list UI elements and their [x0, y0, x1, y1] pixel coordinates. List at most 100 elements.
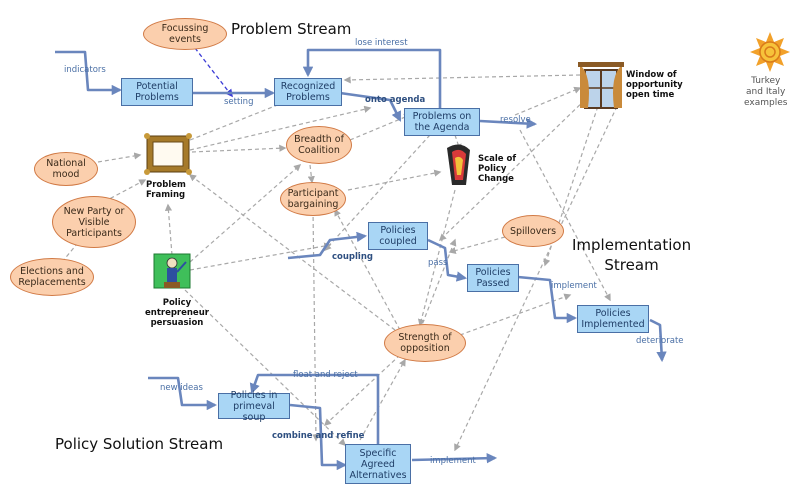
influence-links [61, 74, 621, 452]
flow-new-ideas [148, 376, 218, 411]
label-float-reject: float and reject [293, 370, 358, 380]
label-resolve: resolve [500, 115, 531, 125]
flow-links [55, 48, 667, 471]
link-breadth-bargaining [307, 164, 315, 184]
elections-oval: Elections and Replacements [10, 258, 94, 296]
policies-implemented-box: Policies Implemented [577, 305, 649, 333]
window-caption-line3: open time [626, 90, 675, 100]
link-framing-recognized [189, 98, 292, 141]
link-agenda-window [514, 86, 582, 116]
link-entrepreneur-specific [184, 289, 347, 447]
link-entrepreneur-framing [164, 203, 173, 256]
label-setting: setting [224, 97, 254, 107]
label-implement-bottom: implement [430, 456, 476, 466]
national-mood-oval: National mood [34, 152, 98, 186]
flow-coupling [287, 231, 368, 260]
label-coupling: coupling [332, 252, 373, 262]
picture-frame-icon [144, 133, 192, 175]
scale-caption-line1: Scale of [478, 154, 517, 164]
flow-combine-refine [289, 403, 348, 471]
link-bargaining-scale [347, 169, 442, 191]
label-indicators: indicators [64, 65, 106, 75]
country-examples-line1: Turkey [751, 76, 781, 86]
window-caption: Window of opportunity open time [626, 70, 683, 100]
problems-on-agenda-box: Problems on the Agenda [404, 108, 480, 136]
recognized-problems-box: Recognized Problems [274, 78, 342, 106]
label-pass: pass [428, 258, 448, 268]
link-elections-party [61, 236, 83, 263]
country-examples-line2: and Italy [746, 87, 786, 97]
implementation-title-line1: Implementation [572, 236, 692, 254]
entrepreneur-caption-line1: Policy [162, 298, 192, 308]
framing-caption-line2: Framing [146, 190, 186, 200]
window-caption-line2: opportunity [626, 80, 683, 90]
label-lose-interest: lose interest [355, 38, 408, 48]
implementation-stream-title: Implementation Stream [572, 235, 691, 275]
flow-implement-passed [517, 275, 578, 324]
window-icon [578, 62, 624, 109]
label-implement-top: implement [551, 281, 597, 291]
link-breadth-agenda [349, 113, 412, 141]
link-bargaining-specific [312, 209, 320, 442]
link-scale-opposition [417, 189, 456, 327]
link-agenda-coupled [324, 134, 431, 252]
link-opposition-passed [419, 238, 457, 331]
label-deteriorate: deteriorate [636, 336, 684, 346]
link-focussing-setting [194, 47, 233, 98]
policies-coupled-box: Policies coupled [368, 222, 428, 250]
link-agenda-scale [454, 134, 462, 152]
link-entrepreneur-coupled [189, 242, 332, 271]
breadth-coalition-oval: Breadth of Coalition [286, 126, 352, 164]
strength-opposition-oval: Strength of opposition [384, 324, 466, 362]
scale-caption: Scale of Policy Change [478, 154, 516, 184]
flow-lose-interest [302, 48, 442, 108]
policies-primeval-box: Policies in primeval soup [218, 390, 290, 423]
flow-onto-agenda [339, 91, 402, 122]
sun-icon [750, 32, 790, 72]
link-specific-opposition [359, 358, 406, 441]
flow-deteriorate [649, 318, 667, 363]
policies-passed-box: Policies Passed [467, 264, 519, 292]
entrepreneur-caption: Policy entrepreneur persuasion [145, 298, 209, 328]
flow-resolve [479, 118, 538, 129]
scale-caption-line2: Policy [478, 164, 507, 174]
label-combine-refine: combine and refine [272, 431, 365, 441]
link-entrepreneur-breadth [189, 164, 302, 263]
entrepreneur-caption-line3: persuasion [150, 318, 204, 328]
entrepreneur-caption-line2: entrepreneur [145, 308, 209, 318]
country-examples-line3: examples [744, 98, 788, 108]
label-new-ideas: new ideas [160, 383, 203, 393]
focussing-events-oval: Focussing events [143, 18, 227, 50]
link-window-passed [543, 99, 601, 267]
link-window-specific [454, 99, 621, 452]
framing-caption: Problem Framing [146, 180, 186, 200]
spillovers-oval: Spillovers [502, 215, 564, 247]
link-opposition-framing [188, 174, 396, 331]
label-onto-agenda: onto agenda [365, 95, 426, 105]
country-examples-note: Turkey and Italy examples [744, 76, 787, 109]
potential-problems-box: Potential Problems [121, 78, 193, 106]
link-mood-framing [97, 152, 142, 163]
flow-indicators [55, 50, 123, 96]
link-opposition-specific [323, 354, 401, 426]
entrepreneur-icon [153, 253, 191, 289]
tornado-scale-icon [447, 144, 470, 185]
scale-caption-line3: Change [478, 174, 514, 184]
policy-stream-title: Policy Solution Stream [55, 435, 224, 453]
problem-stream-title: Problem Stream [231, 20, 352, 38]
new-party-oval: New Party or Visible Participants [52, 196, 136, 248]
flow-pass [427, 238, 468, 282]
link-framing-agenda [189, 105, 372, 151]
specific-alternatives-box: Specific Agreed Alternatives [345, 444, 411, 484]
flow-implement-specific [411, 453, 498, 464]
link-framing-breadth [191, 144, 287, 153]
link-opposition-implemented [459, 293, 572, 336]
window-caption-line1: Window of [626, 70, 677, 80]
participant-bargaining-oval: Participant bargaining [280, 182, 346, 216]
link-spillovers-coupled [448, 236, 506, 254]
link-opposition-bargaining [334, 208, 401, 331]
link-window-recognized [343, 74, 581, 84]
framing-caption-line1: Problem [146, 180, 186, 190]
implementation-title-line2: Stream [604, 256, 659, 274]
